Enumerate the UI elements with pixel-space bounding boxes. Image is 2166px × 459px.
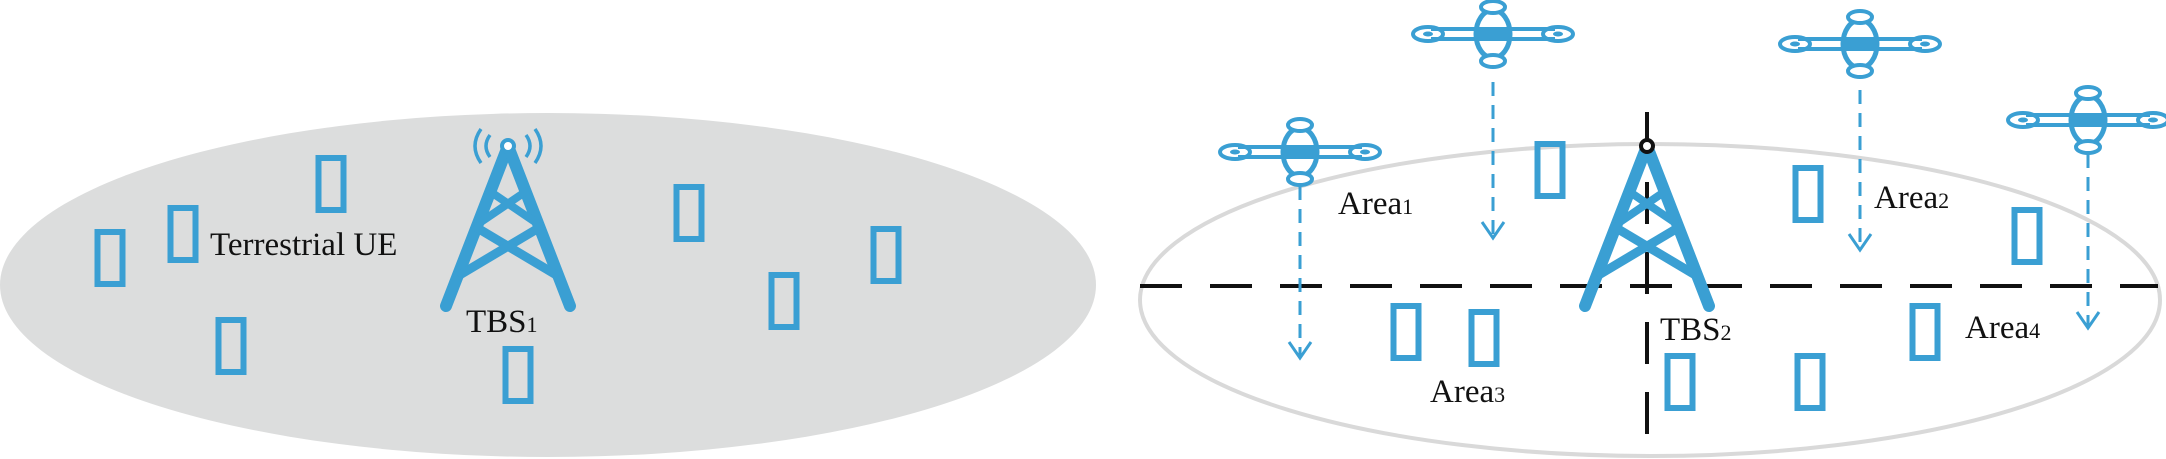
terrestrial-scenario: Terrestrial UE TBS1	[0, 113, 1096, 457]
mobile-device-icon	[1472, 312, 1497, 364]
cell-tower-icon	[1585, 138, 1709, 306]
mobile-device-icon	[1913, 306, 1938, 358]
partitioned-coverage-area	[1138, 142, 2162, 458]
mobile-device-icon	[1668, 356, 1693, 408]
tbs2-label: TBS2	[1660, 312, 1732, 348]
mobile-device-icon	[1394, 306, 1419, 358]
mobile-device-icon	[1538, 144, 1563, 196]
terrestrial-ue-label: Terrestrial UE	[210, 227, 397, 263]
area1-label: Area1	[1338, 186, 1413, 222]
uav-downlink-arrows	[1287, 82, 2101, 361]
terrestrial-coverage-area	[0, 113, 1096, 457]
mobile-device-icon	[2015, 210, 2040, 262]
area3-label: Area3	[1430, 374, 1505, 410]
mobile-device-icon	[1798, 356, 1823, 408]
drone-icon	[1780, 11, 1940, 77]
drone-icon	[1413, 1, 1573, 67]
area4-label: Area4	[1965, 310, 2040, 346]
drone-icon	[1220, 119, 1380, 185]
tbs1-label: TBS1	[466, 304, 538, 340]
aerial-terrestrial-scenario: Area1 Area2 Area3 Area4 TBS2	[1138, 1, 2166, 458]
mobile-device-icon	[1796, 168, 1821, 220]
cell-tower-icon	[446, 127, 570, 306]
drone-icon	[2008, 87, 2166, 153]
area2-label: Area2	[1874, 180, 1949, 216]
